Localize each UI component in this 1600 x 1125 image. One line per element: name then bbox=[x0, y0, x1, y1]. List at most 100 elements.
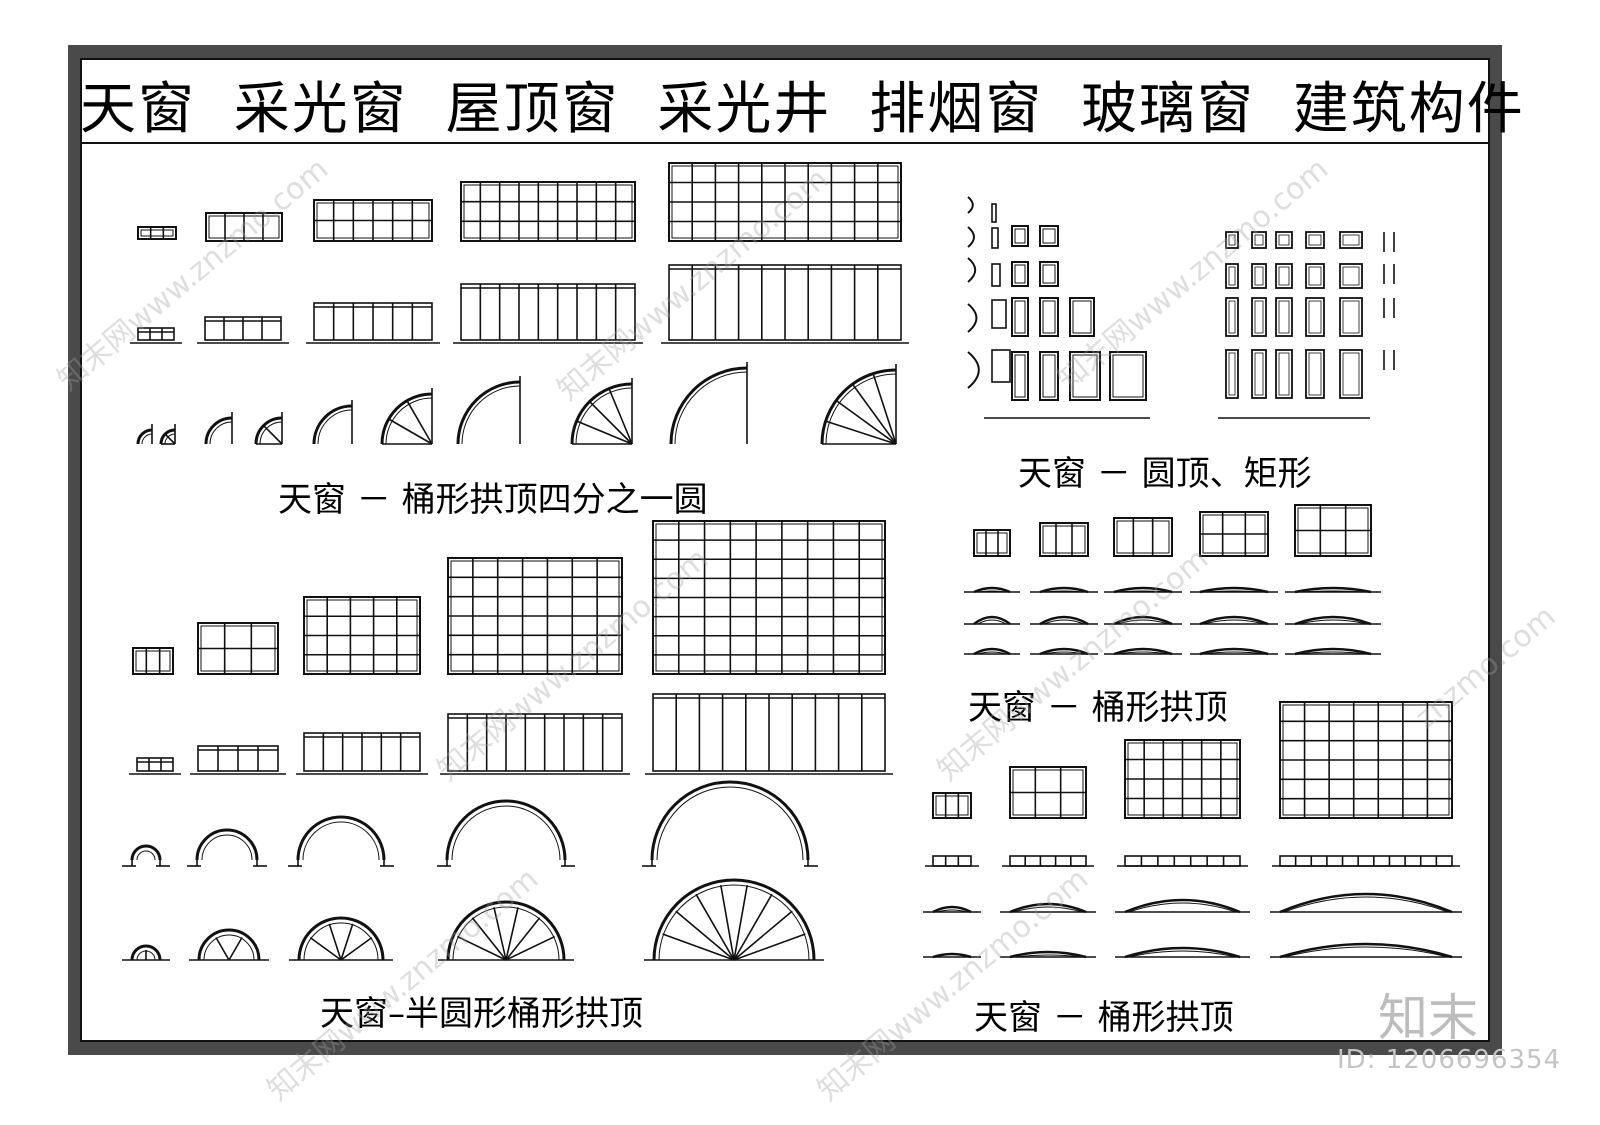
rect-skylight-plan bbox=[1225, 297, 1239, 337]
barrel-elev-frame bbox=[1009, 855, 1087, 867]
rect-skylight-inner bbox=[1278, 266, 1290, 286]
barrel-arc-inner bbox=[1128, 902, 1237, 913]
quarter-arc-inner bbox=[825, 373, 897, 445]
semicircle-spoke bbox=[340, 923, 354, 961]
barrel-arc bbox=[1113, 615, 1173, 626]
arch-arc bbox=[445, 799, 567, 861]
dome-plan bbox=[1011, 351, 1029, 401]
semicircle-arc bbox=[297, 916, 385, 961]
semicircle-spoke bbox=[340, 937, 373, 961]
barrel-arc bbox=[1009, 950, 1087, 959]
barrel-arc bbox=[1124, 946, 1241, 959]
window-inner-frame bbox=[135, 650, 171, 672]
rect-skylight-inner bbox=[1254, 266, 1264, 286]
rect-skylight-plan bbox=[1251, 263, 1267, 289]
rect-skylight-inner bbox=[1308, 234, 1322, 246]
dome-plan-inner bbox=[1072, 300, 1092, 334]
semicircle-spoke bbox=[493, 907, 507, 961]
barrel-arc-inner bbox=[1043, 590, 1085, 593]
rect-skylight-plan bbox=[1275, 297, 1293, 337]
barrel-arc bbox=[932, 952, 972, 959]
dome-small bbox=[991, 227, 999, 249]
quarter-arc-inner bbox=[461, 385, 521, 445]
dome-small bbox=[991, 349, 1011, 383]
barrel-arc-inner bbox=[936, 909, 968, 913]
title-band bbox=[80, 58, 1490, 144]
rect-skylight-inner bbox=[1254, 352, 1264, 396]
rect-skylight-plan bbox=[1305, 349, 1325, 399]
quarter-spoke bbox=[872, 373, 897, 445]
barrel-arc bbox=[973, 647, 1011, 656]
arch-arc bbox=[130, 844, 162, 861]
rect-skylight-plan bbox=[1305, 297, 1325, 337]
dome-plan bbox=[1039, 351, 1059, 401]
quarter-spoke bbox=[388, 418, 433, 445]
dome-section bbox=[967, 196, 974, 214]
rect-skylight-inner bbox=[1278, 300, 1290, 334]
rect-skylight-inner bbox=[1342, 266, 1360, 286]
rect-skylight-plan bbox=[1225, 349, 1239, 399]
quarter-arc-inner bbox=[674, 371, 748, 445]
rect-skylight-inner bbox=[1278, 352, 1290, 396]
semicircle-spoke bbox=[733, 933, 806, 961]
quarter-arc bbox=[456, 380, 521, 445]
window-inner-frame bbox=[1042, 525, 1086, 554]
quarter-arc bbox=[136, 428, 153, 445]
semicircle-spoke bbox=[733, 885, 748, 961]
window-inner-frame bbox=[976, 532, 1008, 554]
rect-skylight-inner bbox=[1342, 234, 1360, 246]
semicircle-spoke bbox=[505, 907, 519, 961]
rect-skylight-plan bbox=[1225, 263, 1239, 289]
semicircle-arc-inner bbox=[303, 922, 379, 961]
barrel-arc bbox=[1039, 647, 1089, 656]
rect-skylight-plan bbox=[1339, 349, 1363, 399]
arch-arc-inner bbox=[451, 805, 561, 861]
quarter-spoke bbox=[263, 425, 283, 445]
rect-skylight-inner bbox=[1254, 300, 1264, 334]
barrel-arc bbox=[1009, 902, 1087, 914]
barrel-arc-inner bbox=[1117, 619, 1169, 625]
barrel-arc-inner bbox=[1298, 619, 1368, 625]
dome-plan-inner bbox=[1112, 354, 1144, 398]
semicircle-spoke bbox=[309, 937, 342, 961]
dome-small bbox=[991, 263, 1001, 287]
quarter-spoke bbox=[825, 420, 897, 445]
dome-plan bbox=[1039, 297, 1059, 337]
rect-skylight-inner bbox=[1308, 300, 1322, 334]
semicircle-spoke bbox=[695, 893, 735, 961]
rect-skylight-inner bbox=[1228, 352, 1236, 396]
barrel-arc bbox=[973, 615, 1011, 626]
brand-logo: 知末 bbox=[1378, 989, 1478, 1047]
rect-skylight-plan bbox=[1251, 231, 1267, 249]
semicircle-spoke bbox=[505, 935, 555, 961]
rect-skylight-inner bbox=[1342, 300, 1360, 334]
arch-arc-inner bbox=[302, 821, 380, 861]
quarter-spoke bbox=[589, 401, 633, 445]
barrel-arc-inner bbox=[1283, 946, 1449, 958]
dome-section bbox=[967, 351, 980, 389]
window-frame bbox=[1039, 522, 1089, 557]
caption-semicircle: 天窗–半圆形桶形拱顶 bbox=[320, 994, 643, 1034]
rect-skylight-plan bbox=[1339, 231, 1363, 249]
quarter-arc bbox=[669, 366, 748, 445]
window-frame bbox=[132, 647, 174, 675]
rect-skylight-plan bbox=[1251, 349, 1267, 399]
barrel-arc-inner bbox=[977, 590, 1007, 593]
rect-skylight-inner bbox=[1228, 234, 1236, 246]
semicircle-spoke bbox=[457, 935, 507, 961]
dome-plan-inner bbox=[1014, 228, 1026, 244]
semicircle-spoke bbox=[733, 910, 793, 961]
window-frame bbox=[932, 792, 972, 819]
window-inner-frame bbox=[935, 795, 969, 816]
quarter-spoke bbox=[164, 433, 176, 445]
rect-skylight-plan bbox=[1251, 297, 1267, 337]
dome-plan-inner bbox=[1042, 354, 1056, 398]
window-inner-frame bbox=[140, 229, 174, 237]
rect-skylight-plan bbox=[1275, 231, 1293, 249]
dome-section bbox=[967, 257, 977, 283]
caption-barrel-bottom-right: 天窗 － 桶形拱顶 bbox=[974, 998, 1234, 1038]
semicircle-arc-inner bbox=[658, 884, 810, 961]
barrel-elev-frame bbox=[1279, 855, 1453, 867]
window-inner-frame bbox=[463, 184, 633, 239]
